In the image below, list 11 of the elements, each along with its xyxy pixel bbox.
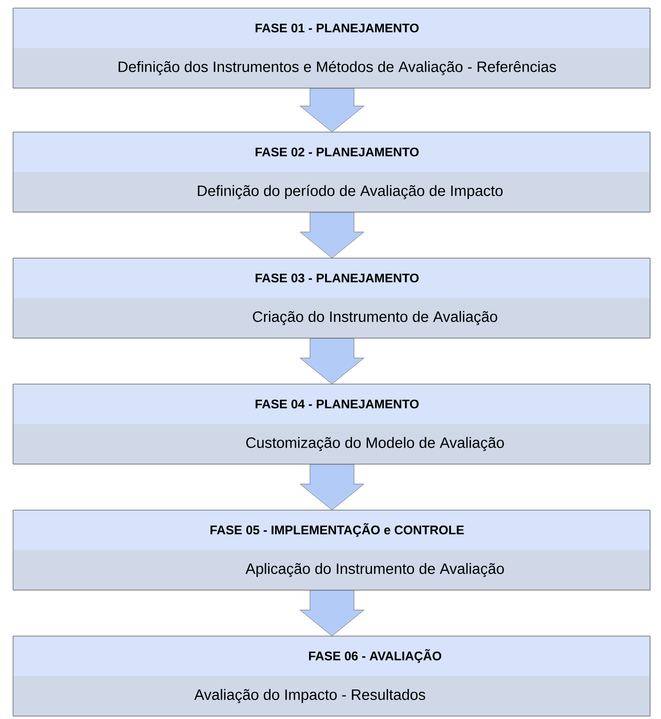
block-arrow [300,338,364,384]
phase-box: FASE 05 - IMPLEMENTAÇÃO e CONTROLE Aplicação do Instrumento de Avaliação [12,510,650,590]
phase-box: FASE 06 - AVALIAÇÃO Avaliação do Impacto - Resultados [12,636,650,716]
block-arrow [300,88,364,132]
block-arrow [300,212,364,258]
block-arrow [300,464,364,510]
phase-box: FASE 04 - PLANEJAMENTO Customização do Modelo de Avaliação [12,384,650,464]
phase-box: FASE 03 - PLANEJAMENTO Criação do Instrumento de Avaliação [12,258,650,338]
phase-box: FASE 02 - PLANEJAMENTO Definição do período de Avaliação de Impacto [12,132,650,212]
block-arrow [300,590,364,636]
phase-box: FASE 01 - PLANEJAMENTO Definição dos Instrumentos e Métodos de Avaliação - Referências [12,8,650,88]
